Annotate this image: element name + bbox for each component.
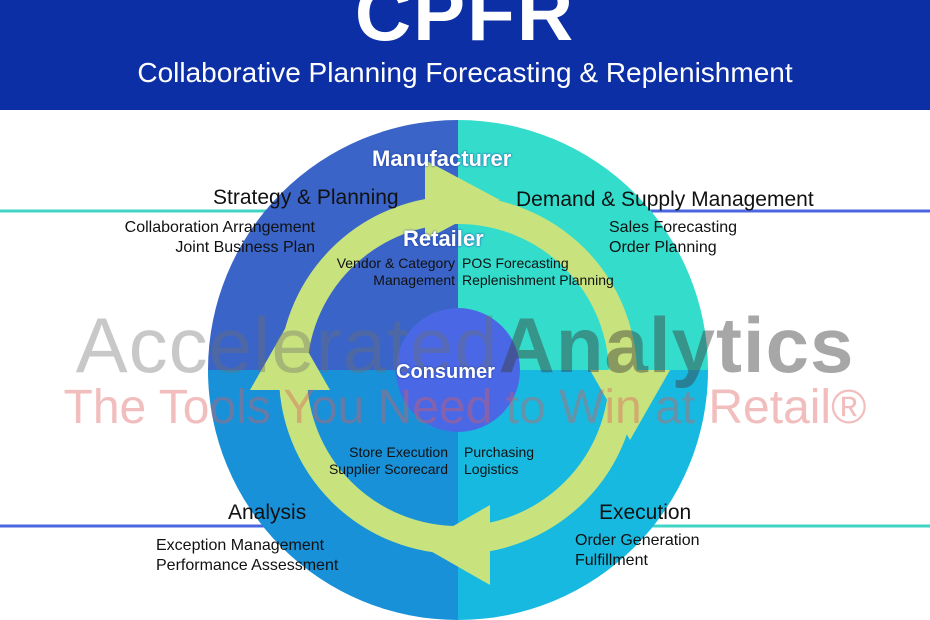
list-item: Vendor & Category bbox=[336, 255, 455, 271]
watermark-brand-light: Accelerated bbox=[75, 301, 499, 389]
quadrant-title-analysis: Analysis bbox=[228, 501, 307, 524]
retailer-items-execution: Purchasing Logistics bbox=[464, 444, 534, 478]
arrow-head-left bbox=[250, 320, 330, 390]
list-item: Order Planning bbox=[609, 239, 717, 256]
arrow-head-right bbox=[590, 370, 670, 440]
list-item: Supplier Scorecard bbox=[328, 461, 448, 477]
watermark-brand: AcceleratedAnalytics bbox=[0, 300, 930, 391]
quadrant-title-execution: Execution bbox=[599, 501, 692, 524]
list-item: Logistics bbox=[464, 461, 519, 477]
list-item: Fulfillment bbox=[575, 552, 648, 569]
arrow-head-top bbox=[425, 160, 500, 240]
quadrant-title-demand-supply: Demand & Supply Management bbox=[516, 188, 814, 211]
manufacturer-items-strategy: Collaboration Arrangement Joint Business… bbox=[60, 218, 315, 258]
retailer-items-analysis: Store Execution Supplier Scorecard bbox=[300, 444, 448, 478]
list-item: Purchasing bbox=[464, 444, 535, 460]
retailer-items-demand: POS Forecasting Replenishment Planning bbox=[462, 255, 614, 289]
watermark-brand-bold: Analytics bbox=[498, 301, 855, 389]
watermark-tagline: The Tools You Need to Win at Retail® bbox=[63, 381, 867, 434]
arrow-head-bottom bbox=[420, 505, 490, 585]
quadrant-top-left bbox=[208, 120, 458, 370]
list-item: Order Generation bbox=[575, 532, 700, 549]
list-item: Joint Business Plan bbox=[175, 239, 315, 256]
ring-label-consumer: Consumer bbox=[396, 361, 495, 383]
list-item: Management bbox=[373, 272, 455, 288]
list-item: Store Execution bbox=[349, 444, 448, 460]
quadrant-top-right bbox=[458, 120, 708, 370]
list-item: Exception Management bbox=[156, 537, 325, 554]
manufacturer-items-execution: Order Generation Fulfillment bbox=[575, 531, 700, 571]
retailer-items-strategy: Vendor & Category Management bbox=[300, 255, 455, 289]
manufacturer-items-analysis: Exception Management Performance Assessm… bbox=[156, 536, 338, 576]
list-item: POS Forecasting bbox=[462, 255, 569, 271]
header-banner: CPFR Collaborative Planning Forecasting … bbox=[0, 0, 930, 110]
list-item: Performance Assessment bbox=[156, 557, 339, 574]
list-item: Replenishment Planning bbox=[462, 272, 614, 288]
ring-label-retailer: Retailer bbox=[403, 226, 484, 251]
list-item: Collaboration Arrangement bbox=[124, 219, 315, 236]
quadrant-title-strategy-planning: Strategy & Planning bbox=[213, 186, 399, 209]
page-subtitle: Collaborative Planning Forecasting & Rep… bbox=[137, 57, 793, 88]
page-title: CPFR bbox=[354, 0, 576, 57]
list-item: Sales Forecasting bbox=[609, 219, 738, 236]
manufacturer-items-demand: Sales Forecasting Order Planning bbox=[609, 218, 737, 258]
ring-label-manufacturer: Manufacturer bbox=[372, 146, 512, 171]
consumer-circle bbox=[396, 308, 520, 432]
